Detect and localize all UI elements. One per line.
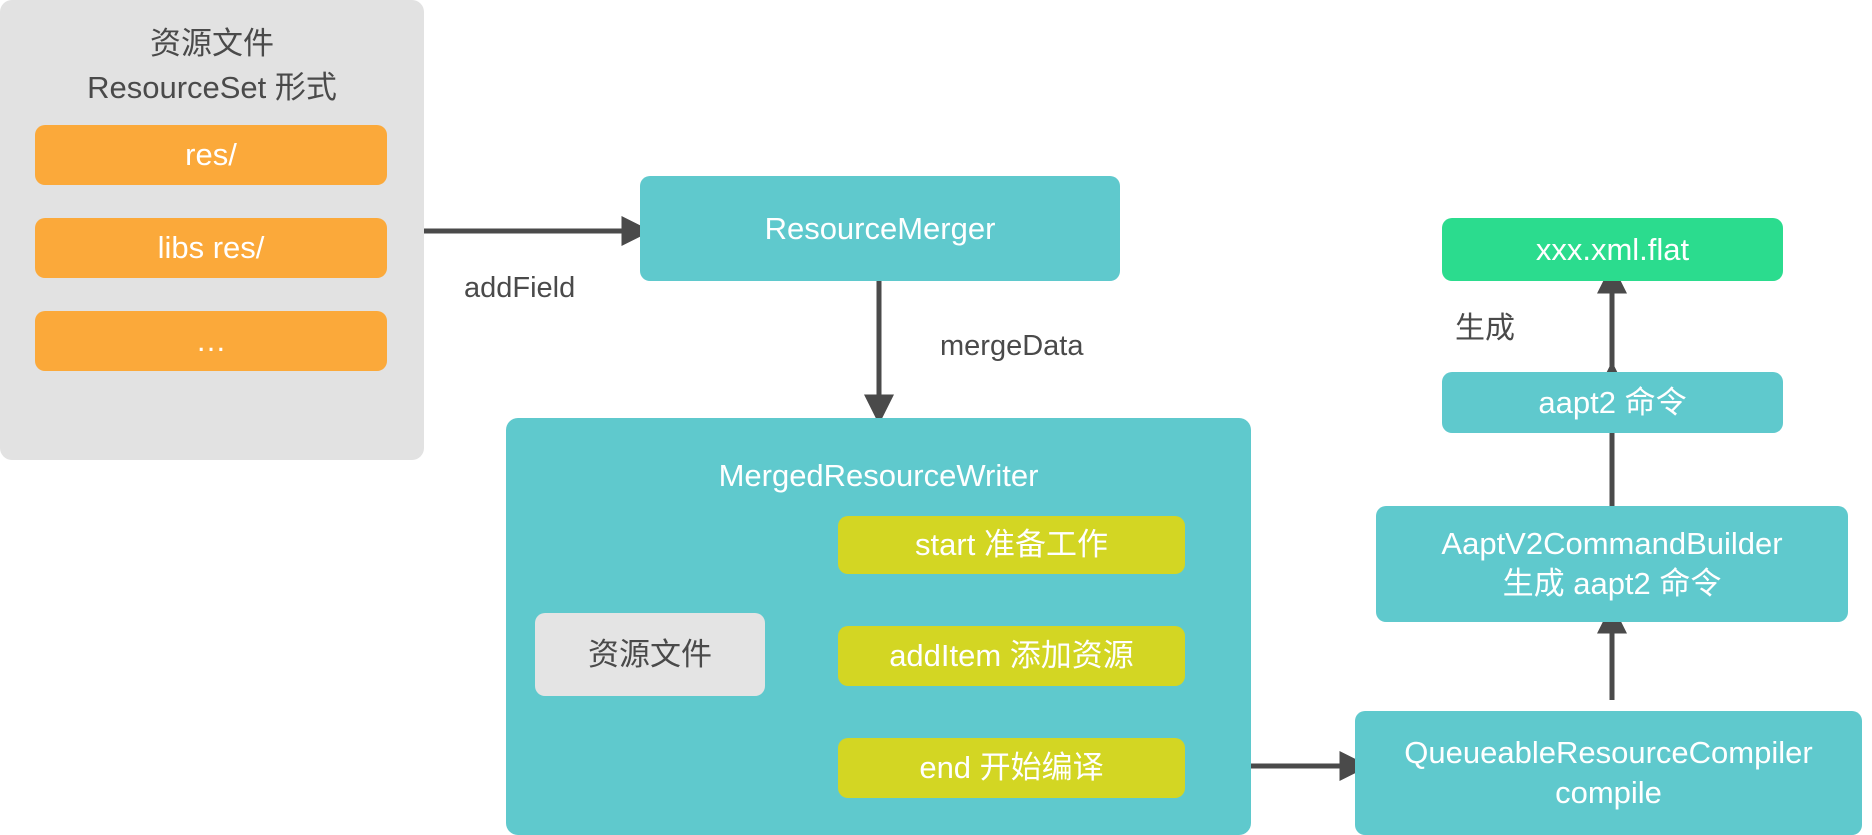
node-end-step[interactable]: end 开始编译 bbox=[838, 738, 1185, 798]
node-aapt2-command[interactable]: aapt2 命令 bbox=[1442, 372, 1783, 433]
resource-set-item-libs-res[interactable]: libs res/ bbox=[35, 218, 387, 278]
node-resource-merger[interactable]: ResourceMerger bbox=[640, 176, 1120, 281]
node-additem-step[interactable]: addItem 添加资源 bbox=[838, 626, 1185, 686]
resource-set-item-more[interactable]: … bbox=[35, 311, 387, 371]
node-start-step[interactable]: start 准备工作 bbox=[838, 516, 1185, 574]
node-queueable-resource-compiler[interactable]: QueueableResourceCompiler compile bbox=[1355, 711, 1862, 835]
node-aapt-v2-command-builder[interactable]: AaptV2CommandBuilder 生成 aapt2 命令 bbox=[1376, 506, 1848, 622]
node-resource-file-input[interactable]: 资源文件 bbox=[535, 613, 765, 696]
edge-label-generate: 生成 bbox=[1455, 312, 1515, 345]
edge-label-merge-data: mergeData bbox=[940, 330, 1084, 362]
edge-label-add-field: addField bbox=[464, 272, 576, 304]
resource-set-item-res[interactable]: res/ bbox=[35, 125, 387, 185]
node-flat-output[interactable]: xxx.xml.flat bbox=[1442, 218, 1783, 281]
merged-resource-writer-title: MergedResourceWriter bbox=[718, 458, 1039, 493]
resource-set-panel: 资源文件 ResourceSet 形式 res/ libs res/ … bbox=[0, 0, 424, 460]
resource-set-panel-title: 资源文件 ResourceSet 形式 bbox=[87, 26, 337, 106]
